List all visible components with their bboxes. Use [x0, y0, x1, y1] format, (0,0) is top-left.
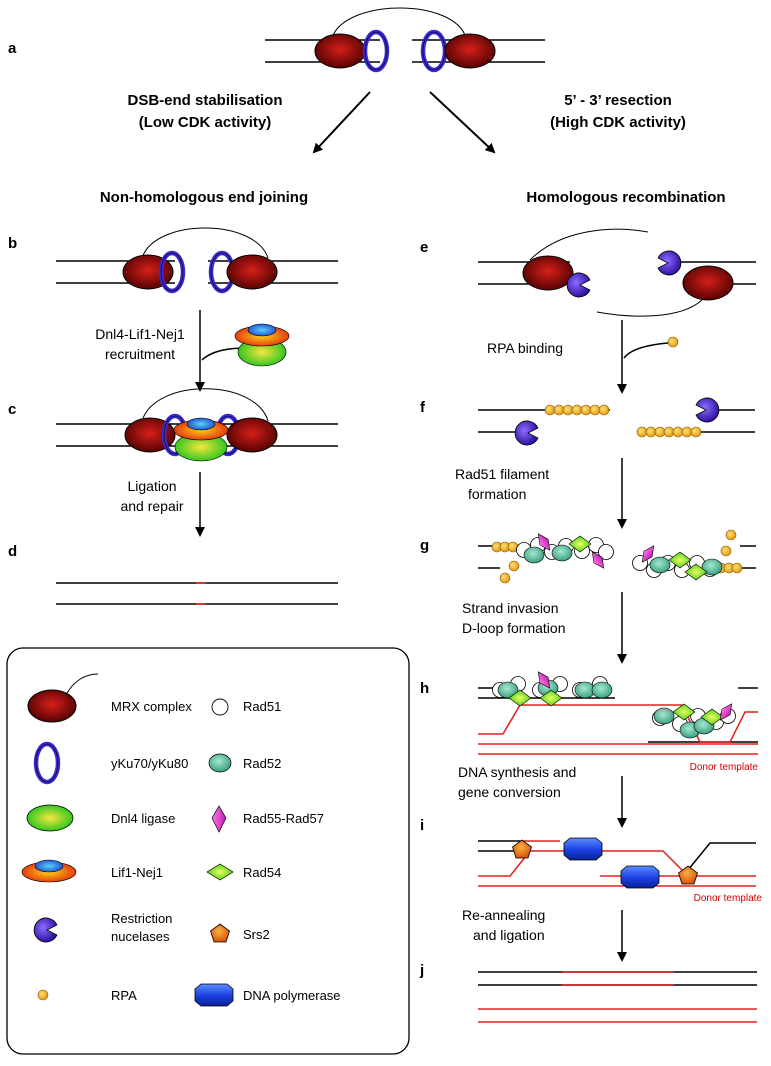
step-b-c-line1: Dnl4-Lif1-Nej1 — [95, 326, 185, 342]
rpa-particle — [672, 426, 684, 438]
panel-label-c: c — [8, 401, 16, 418]
step-c-d-line1: Ligation — [127, 478, 176, 494]
legend-rad54-icon — [206, 863, 234, 881]
panel-label-b: b — [8, 235, 17, 252]
legend-label-nuclease-1: Restriction — [111, 911, 172, 926]
panel-d-repaired-dna — [56, 582, 338, 605]
rpa-particle — [580, 404, 592, 416]
legend-dnl4-icon — [26, 804, 74, 832]
step-e-f: RPA binding — [487, 340, 563, 356]
legend-label-mrx: MRX complex — [111, 699, 192, 714]
rpa-particle — [553, 404, 565, 416]
legend-rad52-icon — [208, 753, 232, 773]
hr-heading: Homologous recombination — [526, 189, 725, 206]
panel-label-i: i — [420, 817, 424, 834]
nhej-heading: Non-homologous end joining — [100, 189, 308, 206]
rpa-particle — [636, 426, 648, 438]
panel-label-d: d — [8, 543, 17, 560]
panel-h-strand-invasion: Donor template — [478, 668, 759, 773]
legend-label-rad52: Rad52 — [243, 756, 281, 771]
panel-b-ku-binding — [56, 227, 338, 291]
step-f-g-line2: formation — [468, 486, 526, 502]
rpa-particle — [681, 426, 693, 438]
step-f-g-line1: Rad51 filament — [455, 466, 549, 482]
step-c-d-line2: and repair — [120, 498, 183, 514]
rpa-particle — [598, 404, 610, 416]
step-g-h-line1: Strand invasion — [462, 600, 559, 616]
step-g-h-line2: D-loop formation — [462, 620, 566, 636]
rpa-particle — [571, 404, 583, 416]
legend-label-nuclease-2: nucelases — [111, 929, 170, 944]
step-i-j-line2: and ligation — [473, 927, 545, 943]
step-h-i-line2: gene conversion — [458, 784, 561, 800]
panel-labels: a b c d e f g h i j — [8, 40, 429, 979]
panel-i-dna-synthesis: Donor template — [478, 837, 763, 904]
rpa-particle — [562, 404, 574, 416]
branch-right-line1: 5’ - 3’ resection — [564, 92, 672, 109]
dnl4-lif1-nej1-complex — [234, 323, 290, 367]
legend-rad55-rad57-icon — [211, 805, 227, 833]
branch-left-line2: (Low CDK activity) — [139, 114, 272, 131]
donor-template-label-h: Donor template — [690, 762, 759, 773]
panel-g-rad51-filament — [478, 529, 756, 584]
legend-mrx-icon — [27, 673, 99, 723]
legend-label-rpa: RPA — [111, 988, 137, 1003]
legend-label-srs2: Srs2 — [243, 927, 270, 942]
legend-rad51-icon — [211, 698, 229, 716]
panel-e-resection — [478, 228, 756, 317]
step-h-i-line1: DNA synthesis and — [458, 764, 576, 780]
legend-label-rad55-rad57: Rad55-Rad57 — [243, 811, 324, 826]
arrow-to-hr — [429, 91, 496, 154]
panel-j-repaired — [478, 971, 757, 1023]
arrow-to-nhej — [312, 91, 371, 154]
step-b-c-line2: recruitment — [105, 346, 175, 362]
step-i-j-line1: Re-annealing — [462, 907, 545, 923]
legend-dna-polymerase-icon — [194, 983, 234, 1007]
panel-f-rpa-coated — [478, 397, 755, 446]
branch-right-line2: (High CDK activity) — [550, 114, 686, 131]
panel-label-h: h — [420, 680, 429, 697]
rpa-particle — [690, 426, 702, 438]
legend-label-rad54: Rad54 — [243, 865, 281, 880]
panel-label-f: f — [420, 399, 426, 416]
panel-label-j: j — [419, 962, 424, 979]
panel-label-e: e — [420, 239, 428, 256]
panel-c-synapsis — [56, 388, 338, 462]
legend: MRX complex yKu70/yKu80 Dnl4 ligase Lif1… — [6, 647, 410, 1055]
legend-label-lif1-nej1: Lif1-Nej1 — [111, 865, 163, 880]
rpa-particle — [544, 404, 556, 416]
legend-rpa-icon — [37, 989, 49, 1001]
rpa-particle — [654, 426, 666, 438]
donor-template-label-i: Donor template — [694, 893, 763, 904]
legend-label-dna-polymerase: DNA polymerase — [243, 988, 341, 1003]
rpa-particle — [589, 404, 601, 416]
rpa-particle — [645, 426, 657, 438]
panel-a-dsb — [265, 7, 545, 70]
legend-label-dnl4: Dnl4 ligase — [111, 811, 175, 826]
rpa-particle — [663, 426, 675, 438]
branch-left-line1: DSB-end stabilisation — [127, 92, 282, 109]
legend-label-rad51: Rad51 — [243, 699, 281, 714]
legend-label-ku: yKu70/yKu80 — [111, 756, 188, 771]
panel-label-g: g — [420, 537, 429, 554]
panel-label-a: a — [8, 40, 17, 57]
